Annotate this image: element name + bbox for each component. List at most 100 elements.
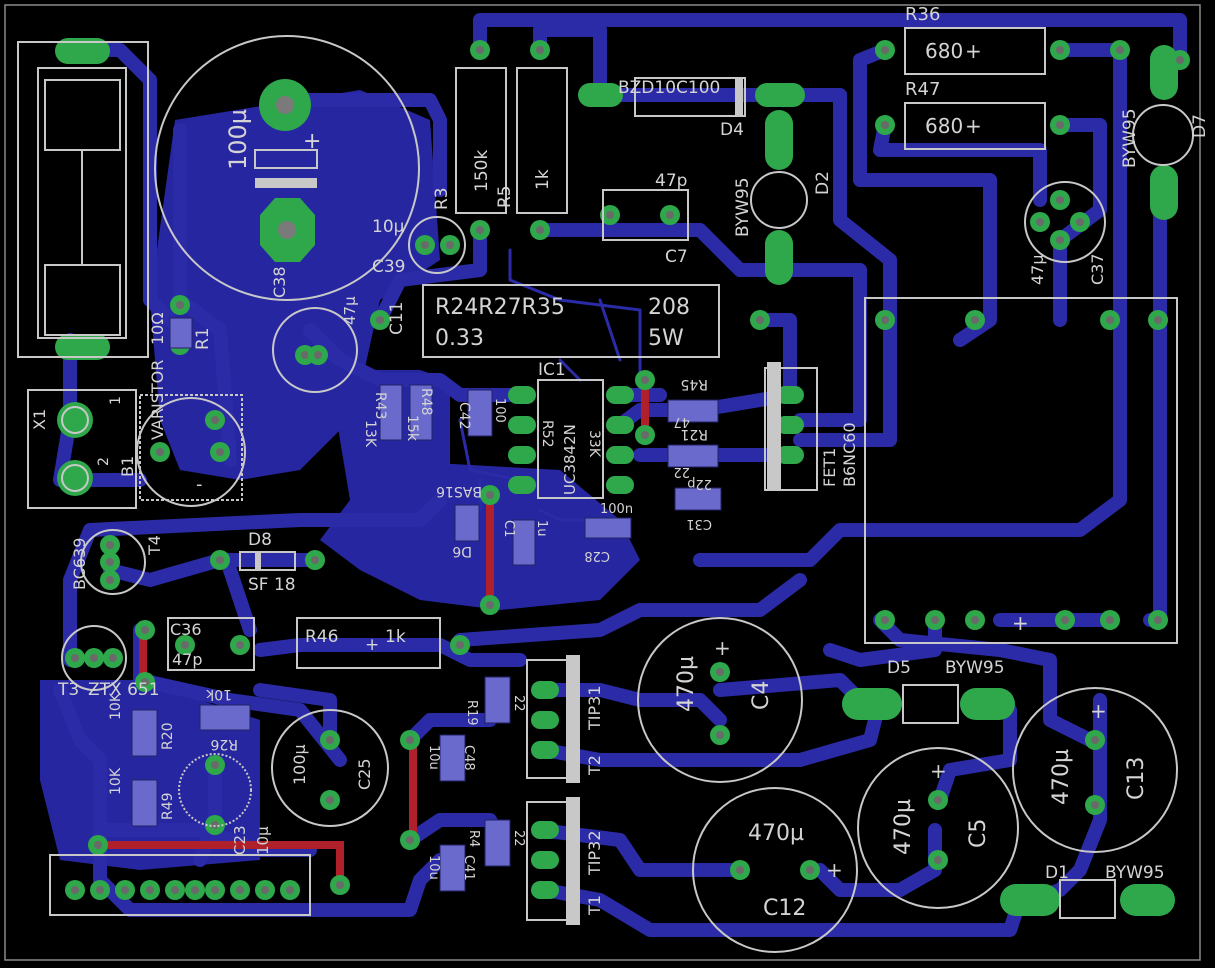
smd-pads [131, 317, 722, 892]
d7-value: BYW95 [1120, 108, 1140, 168]
c7-name: C7 [665, 247, 688, 267]
ic1-name: IC1 [538, 360, 566, 380]
power-resistor-value: 0.33 [435, 326, 484, 351]
d8-name: D8 [248, 530, 272, 550]
c5-plus: + [930, 759, 947, 783]
r45-value: 47 [673, 414, 690, 429]
c38-value: 100µ [224, 109, 252, 170]
c1-name: C1 [501, 520, 516, 537]
d6-value: BAS16 [436, 483, 482, 499]
c13-plus: + [1090, 699, 1107, 723]
silkscreen [17, 27, 1194, 953]
r46-value: 1k [385, 627, 406, 647]
c12-name: C12 [763, 896, 806, 921]
labels: R36 680 + R47 680 + BYW95 D7 BZD10C100 D… [30, 4, 1210, 921]
c36-value: 47p [172, 650, 203, 669]
t1-name: T1 [585, 895, 604, 916]
r49-value: 10K [108, 767, 124, 795]
c11-value: 47µ [341, 296, 359, 325]
power-resistor-watt: 5W [648, 326, 684, 351]
d2-name: D2 [813, 171, 833, 195]
r19-label: R19 [464, 700, 479, 726]
t2-part: TIP31 [585, 686, 604, 732]
c4-value: 470µ [674, 656, 699, 712]
fet1-name: FET1 [820, 448, 839, 487]
r3-name: R3 [432, 187, 452, 210]
r48-label: R48 [418, 388, 434, 416]
c38-plus: + [303, 129, 321, 154]
r47-value: 680 [925, 114, 963, 138]
c23-value: 10µ [254, 826, 272, 855]
c13-value: 470µ [1049, 749, 1074, 805]
c25-value: 100µ [290, 744, 309, 785]
d4-value: BZD10C100 [618, 78, 720, 98]
c12-value: 470µ [748, 821, 804, 846]
r19-value: 22 [511, 695, 526, 712]
d5-value: BYW95 [945, 658, 1005, 678]
r1k-value: 1k [533, 169, 553, 190]
fet1-value: B6NC60 [840, 422, 859, 487]
c12-plus: + [826, 858, 843, 882]
r47-name: R47 [905, 79, 940, 100]
r36-value: 680 [925, 39, 963, 63]
c41-value: 10u [426, 855, 441, 880]
t3-label: T3 [57, 680, 79, 700]
c38-name: C38 [270, 266, 289, 298]
c5-name: C5 [966, 819, 991, 848]
r45-label: R45 [680, 376, 708, 392]
r46-name: R46 [305, 627, 338, 647]
c48-label: C48 [461, 745, 476, 771]
c28-name: C28 [584, 548, 610, 563]
r20-label: R20 [160, 722, 176, 750]
power-resistor-code: 208 [648, 295, 690, 320]
c48-value: 10u [426, 745, 441, 770]
t4-value: BC639 [70, 538, 89, 590]
r26-label: R26 [210, 736, 238, 752]
r46-plus: + [365, 635, 379, 655]
c23-name: C23 [231, 825, 249, 855]
d2-value: BYW95 [733, 177, 753, 237]
r49-label: R49 [160, 792, 176, 820]
r5-name: R5 [495, 185, 515, 208]
x1-name: X1 [30, 409, 49, 430]
varistor-label: VARISTOR [148, 360, 167, 440]
ic1-value: UC3842N [561, 424, 579, 495]
d4-name: D4 [720, 120, 744, 140]
c37-name: C37 [1088, 253, 1107, 285]
d6-name: D6 [452, 543, 472, 559]
c4-name: C4 [749, 681, 774, 710]
c1-value: 1u [534, 520, 549, 537]
thin-traces [458, 248, 642, 522]
c42-value: 100 [492, 398, 507, 423]
d5-name: D5 [887, 658, 911, 678]
r36-name: R36 [905, 4, 940, 25]
r4-value: 22 [511, 830, 526, 847]
b1-name: B1 [118, 456, 137, 477]
c25-name: C25 [355, 758, 374, 790]
d7-name: D7 [1190, 114, 1210, 138]
d1-value: BYW95 [1105, 863, 1165, 883]
c7-value: 47p [655, 171, 687, 191]
c4-plus: + [714, 636, 731, 660]
d1-name: D1 [1045, 863, 1069, 883]
c42-label: C42 [456, 402, 472, 430]
c41-label: C41 [461, 855, 476, 881]
frame-plus: + [1012, 611, 1029, 635]
r3-value: 10µ [372, 217, 405, 237]
r47-plus: + [965, 114, 982, 138]
t1-part: TIP32 [585, 831, 604, 877]
t4-name: T4 [145, 535, 164, 556]
t3-value: ZTX 651 [88, 680, 160, 700]
b1-minus: - [196, 474, 203, 495]
c31-value: 22p [687, 476, 712, 491]
small-pads [65, 40, 1190, 900]
x1-pin1: 1 [108, 396, 124, 405]
r5-value: 150k [472, 150, 492, 192]
r20-value: 10K [108, 692, 124, 720]
r52-value: 33K [586, 430, 602, 458]
c36-name: C36 [170, 620, 202, 639]
c31-label: C31 [686, 516, 712, 531]
t2-name: T2 [585, 755, 604, 776]
x1-pin2: 2 [96, 457, 112, 466]
r1-value: 10Ω [148, 312, 167, 345]
